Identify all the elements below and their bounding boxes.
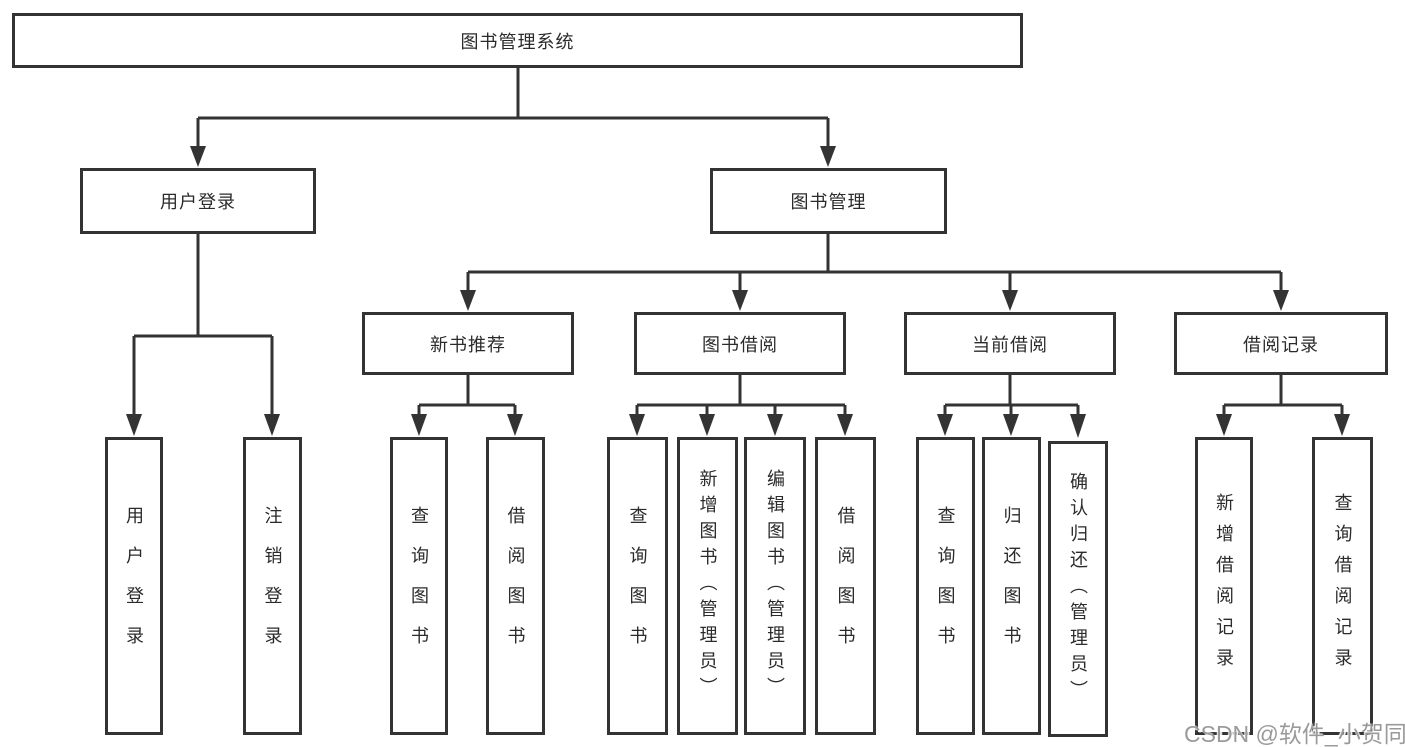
node-leaf-logout-label: 注销登录 xyxy=(262,506,283,666)
node-leaf-query-book-recommend-label: 查询图书 xyxy=(409,506,429,666)
node-leaf-query-book-borrow: 查询图书 xyxy=(607,437,668,735)
node-leaf-edit-book-admin-label: 编辑图书（管理员） xyxy=(765,469,785,703)
node-leaf-return-book-label: 归还图书 xyxy=(1001,506,1022,666)
node-leaf-borrow-book-recommend: 借阅图书 xyxy=(486,437,545,735)
node-leaf-logout: 注销登录 xyxy=(243,437,302,735)
node-leaf-query-book-borrow-label: 查询图书 xyxy=(627,506,648,666)
node-leaf-add-borrow-record-label: 新增借阅记录 xyxy=(1214,493,1234,679)
node-root-system-label: 图书管理系统 xyxy=(460,31,575,52)
node-branch-user-login-label: 用户登录 xyxy=(160,192,236,212)
node-branch-current-borrow-label: 当前借阅 xyxy=(972,334,1048,355)
node-branch-user-login: 用户登录 xyxy=(80,168,316,234)
node-leaf-return-book: 归还图书 xyxy=(982,437,1041,735)
node-branch-book-management-label: 图书管理 xyxy=(790,192,867,212)
node-branch-current-borrow: 当前借阅 xyxy=(904,312,1116,375)
node-branch-borrow-records-label: 借阅记录 xyxy=(1243,334,1319,355)
node-branch-new-book-recommend-label: 新书推荐 xyxy=(430,334,506,355)
node-leaf-borrow-book-label: 借阅图书 xyxy=(835,506,856,666)
node-branch-book-management: 图书管理 xyxy=(710,168,947,234)
node-leaf-user-login-label: 用户登录 xyxy=(124,506,144,666)
watermark: CSDN @软件_小贺同学 xyxy=(1184,721,1405,747)
node-branch-book-borrow-label: 图书借阅 xyxy=(702,334,778,355)
node-leaf-add-book-admin: 新增图书（管理员） xyxy=(677,437,738,735)
node-branch-borrow-records: 借阅记录 xyxy=(1174,312,1388,375)
node-leaf-borrow-book-recommend-label: 借阅图书 xyxy=(505,506,526,666)
node-leaf-query-borrow-record: 查询借阅记录 xyxy=(1312,437,1373,735)
node-leaf-user-login: 用户登录 xyxy=(105,437,163,735)
node-leaf-confirm-return-admin-label: 确认归还（管理员） xyxy=(1068,472,1088,706)
node-leaf-add-book-admin-label: 新增图书（管理员） xyxy=(697,469,718,703)
node-leaf-add-borrow-record: 新增借阅记录 xyxy=(1195,437,1253,735)
node-root-system: 图书管理系统 xyxy=(12,13,1023,68)
node-leaf-edit-book-admin: 编辑图书（管理员） xyxy=(744,437,806,735)
node-leaf-query-borrow-record-label: 查询借阅记录 xyxy=(1332,493,1353,679)
node-leaf-borrow-book: 借阅图书 xyxy=(815,437,876,735)
node-leaf-confirm-return-admin: 确认归还（管理员） xyxy=(1048,441,1108,737)
node-leaf-query-book-current: 查询图书 xyxy=(916,437,975,735)
node-branch-book-borrow: 图书借阅 xyxy=(634,312,846,375)
node-leaf-query-book-current-label: 查询图书 xyxy=(935,506,956,666)
node-leaf-query-book-recommend: 查询图书 xyxy=(390,437,448,735)
node-branch-new-book-recommend: 新书推荐 xyxy=(362,312,574,375)
